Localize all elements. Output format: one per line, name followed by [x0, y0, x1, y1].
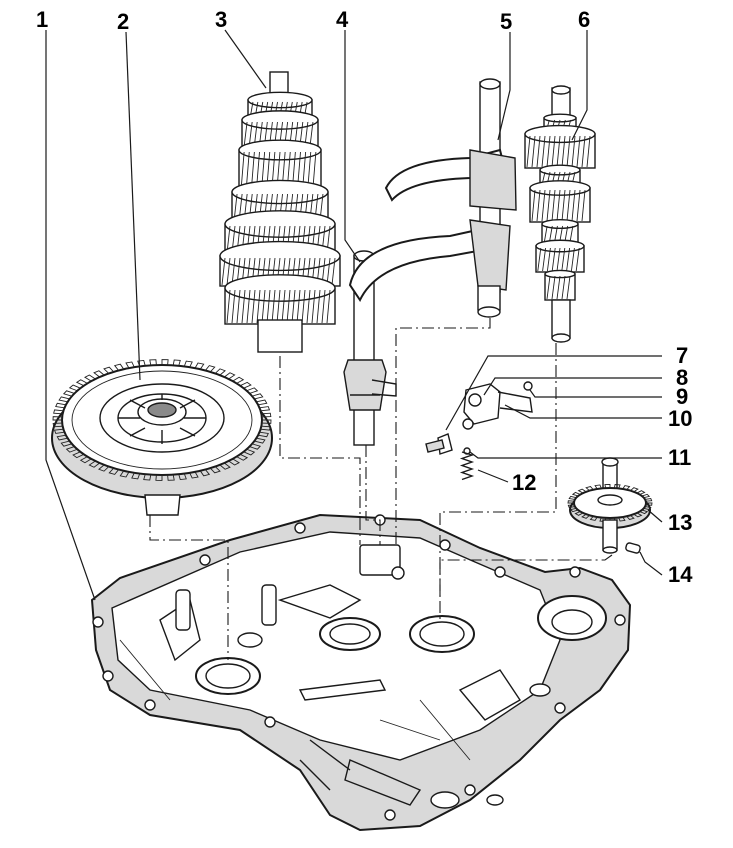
differential-crown-gear — [51, 359, 273, 516]
callout-10: 10 — [668, 406, 692, 431]
callout-4: 4 — [336, 7, 349, 32]
callout-2: 2 — [117, 9, 129, 34]
locating-pin — [625, 542, 641, 554]
callout-14: 14 — [668, 562, 693, 587]
callout-7: 7 — [676, 343, 688, 368]
flange-bolt-holes — [92, 514, 626, 821]
shift-fork-assembly — [348, 78, 517, 318]
callout-9: 9 — [676, 384, 688, 409]
callout-11: 11 — [668, 445, 691, 470]
gear-stack — [219, 91, 341, 325]
reverse-idler-gear — [567, 457, 653, 554]
input-shaft-assembly — [219, 71, 341, 353]
callout-5: 5 — [500, 9, 512, 34]
interlock-plate — [463, 383, 501, 425]
callout-3: 3 — [215, 7, 227, 32]
callout-13: 13 — [668, 510, 692, 535]
gear-stack — [524, 113, 596, 301]
output-shaft-assembly — [524, 85, 596, 343]
callout-1: 1 — [36, 7, 48, 32]
callout-12: 12 — [512, 470, 536, 495]
assembly-lines — [149, 318, 613, 660]
housing-ribs — [119, 544, 551, 809]
interlock-parts — [425, 381, 533, 481]
bearing-bores — [195, 595, 607, 695]
callout-6: 6 — [578, 7, 590, 32]
callout-8: 8 — [676, 365, 688, 390]
leader-lines — [45, 29, 663, 601]
callout-labels: 1 2 3 4 5 6 7 8 9 10 11 12 13 14 — [36, 7, 693, 587]
selector-rod — [343, 250, 397, 446]
gearbox-housing — [90, 513, 632, 832]
detent-spring — [459, 451, 475, 481]
